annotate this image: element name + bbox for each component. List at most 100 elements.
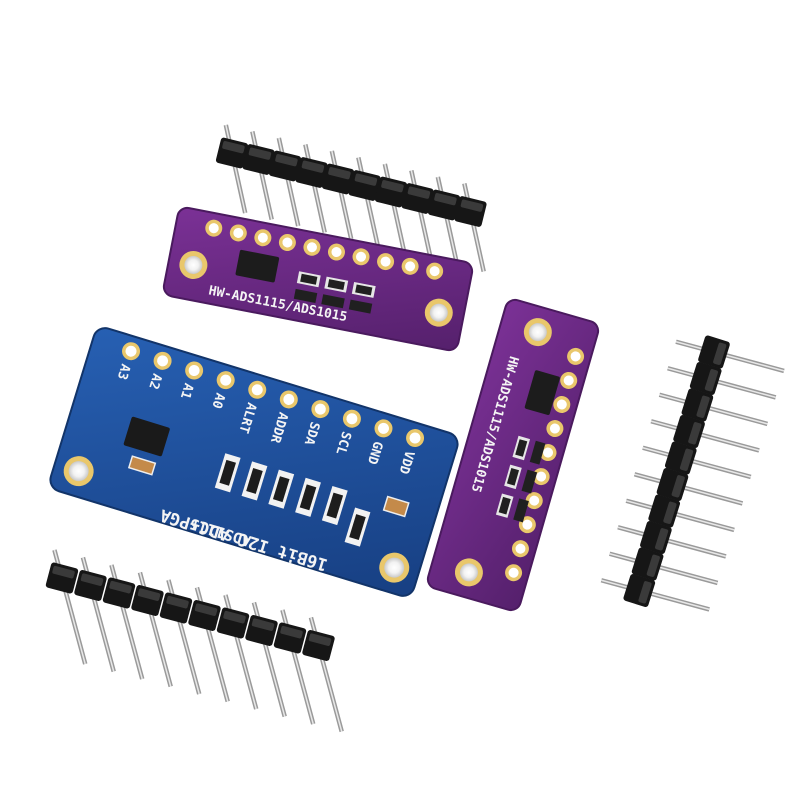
header-plastic-shine <box>248 147 272 160</box>
adc-chip <box>235 249 280 283</box>
pin-label: A2 <box>145 372 164 391</box>
purple-breakout-board-right: HW-ADS1115/ADS1015 <box>426 298 600 612</box>
pin-hole <box>233 227 244 238</box>
pin-hole <box>314 403 326 415</box>
pin-hole <box>563 375 574 386</box>
header-plastic-shine <box>655 528 669 551</box>
header-plastic-shine <box>137 588 161 601</box>
pin-hole <box>556 399 567 410</box>
pin-label: SCL <box>332 429 353 456</box>
pin-header-strip-top <box>215 124 487 272</box>
mounting-hole <box>384 557 405 578</box>
pin-header-strip-right <box>600 335 785 612</box>
pin-hole <box>429 266 440 277</box>
smd-components <box>293 271 376 314</box>
pin-hole <box>331 247 342 258</box>
header-plastic-shine <box>713 342 727 365</box>
header-pin-highlight <box>617 526 727 558</box>
header-plastic-block <box>216 607 250 639</box>
mounting-hole <box>68 461 89 482</box>
resistor-body <box>299 484 317 511</box>
header-plastic-shine <box>434 193 457 206</box>
header-pin-highlight <box>384 163 405 253</box>
purple-breakout-board-top: HW-ADS1115/ADS1015 <box>162 206 474 352</box>
pin-hole <box>251 384 263 396</box>
header-plastic-block <box>102 577 136 609</box>
header-plastic-shine <box>646 554 660 577</box>
header-plastic-shine <box>381 180 404 193</box>
header-plastic-shine <box>80 573 104 586</box>
header-plastic-shine <box>275 154 298 167</box>
resistor-body <box>272 476 290 503</box>
header-pin-highlight <box>675 341 785 372</box>
adc-chip <box>123 416 170 457</box>
header-plastic-shine <box>638 581 652 604</box>
pin-hole <box>257 232 268 243</box>
header-plastic-block <box>159 592 193 624</box>
header-plastic-shine <box>301 160 325 173</box>
resistor-array <box>214 453 371 547</box>
header-pin-highlight <box>601 579 710 611</box>
header-pin-highlight <box>410 170 432 259</box>
pin-hole <box>306 242 317 253</box>
header-plastic-shine <box>223 610 246 624</box>
pin-hole <box>188 364 200 376</box>
pin-label: A1 <box>177 381 196 401</box>
header-pin-highlight <box>304 144 326 233</box>
header-plastic-shine <box>280 625 303 639</box>
header-plastic-shine <box>679 448 694 471</box>
pin-hole <box>208 223 219 234</box>
resistor-body <box>246 468 263 494</box>
header-plastic-shine <box>328 167 351 180</box>
pin-hole <box>377 422 389 434</box>
resistor-body <box>326 492 344 519</box>
header-pin-highlight <box>667 367 776 399</box>
pin-hole <box>570 351 581 362</box>
header-plastic-shine <box>704 369 719 392</box>
header-plastic-block <box>131 585 164 616</box>
pin-hole <box>549 423 560 434</box>
pin-hole <box>380 256 391 267</box>
pin-pad-row <box>122 342 425 448</box>
pin-label: VDD <box>395 449 416 476</box>
header-pin-highlight <box>634 473 743 505</box>
header-plastic-block <box>302 630 335 661</box>
header-pin-highlight <box>437 176 458 266</box>
pin-header-strip-bottom <box>45 549 344 733</box>
mounting-hole <box>429 303 448 322</box>
header-plastic-shine <box>251 618 275 631</box>
header-pin-highlight <box>278 137 299 227</box>
header-pin-highlight <box>609 553 718 584</box>
header-plastic-shine <box>308 633 332 646</box>
header-pin-highlight <box>331 150 352 240</box>
header-plastic-block <box>74 570 107 601</box>
pin-label: GND <box>364 439 385 466</box>
header-pin-highlight <box>650 420 760 452</box>
header-plastic-shine <box>109 580 132 594</box>
header-pin-highlight <box>225 124 246 214</box>
header-plastic-shine <box>688 422 702 445</box>
pin-label: SDA <box>301 420 322 447</box>
header-plastic-shine <box>354 173 378 186</box>
header-plastic-shine <box>696 395 710 418</box>
pin-pad-row <box>205 219 444 280</box>
header-pin-highlight <box>626 500 735 531</box>
pin-hole <box>536 471 547 482</box>
header-plastic-shine <box>460 199 484 212</box>
mounting-hole <box>459 563 478 582</box>
header-plastic-shine <box>194 603 218 616</box>
header-pin-highlight <box>659 394 768 425</box>
header-pin-highlight <box>357 157 379 246</box>
pin-hole <box>282 237 293 248</box>
smd-components <box>495 435 546 523</box>
pin-hole <box>356 251 367 262</box>
mounting-hole <box>184 255 203 274</box>
pin-hole <box>543 447 554 458</box>
header-pin-highlight <box>642 447 751 478</box>
pin-pad-row <box>505 347 585 582</box>
header-plastic-block <box>188 600 221 631</box>
pin-hole <box>529 495 540 506</box>
